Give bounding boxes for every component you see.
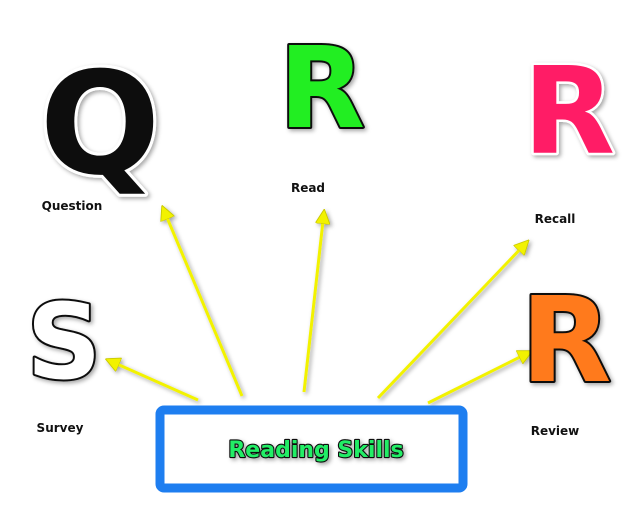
arrow-to-survey — [108, 360, 199, 402]
arrow-to-question — [163, 208, 244, 397]
arrow-to-recall — [376, 242, 527, 400]
label-question: Question — [42, 199, 103, 213]
center-node: Reading Skills — [155, 405, 468, 493]
letter-recall: R — [523, 43, 615, 182]
letter-question: Q — [40, 42, 161, 207]
label-review: Review — [531, 424, 580, 438]
letter-review: R — [521, 271, 612, 409]
letter-read: R — [279, 24, 365, 154]
center-title: Reading Skills — [228, 438, 403, 463]
step-labels: Question Read Recall Survey Review — [36, 180, 581, 439]
label-read: Read — [291, 181, 325, 195]
step-letters: Q R R S R — [25, 22, 618, 411]
center-box — [155, 405, 468, 493]
arrows — [108, 208, 530, 405]
letter-survey: S — [27, 281, 102, 403]
label-survey: Survey — [37, 421, 84, 435]
arrow-to-review — [427, 352, 530, 405]
arrow-to-read — [302, 212, 324, 393]
label-recall: Recall — [535, 212, 576, 226]
